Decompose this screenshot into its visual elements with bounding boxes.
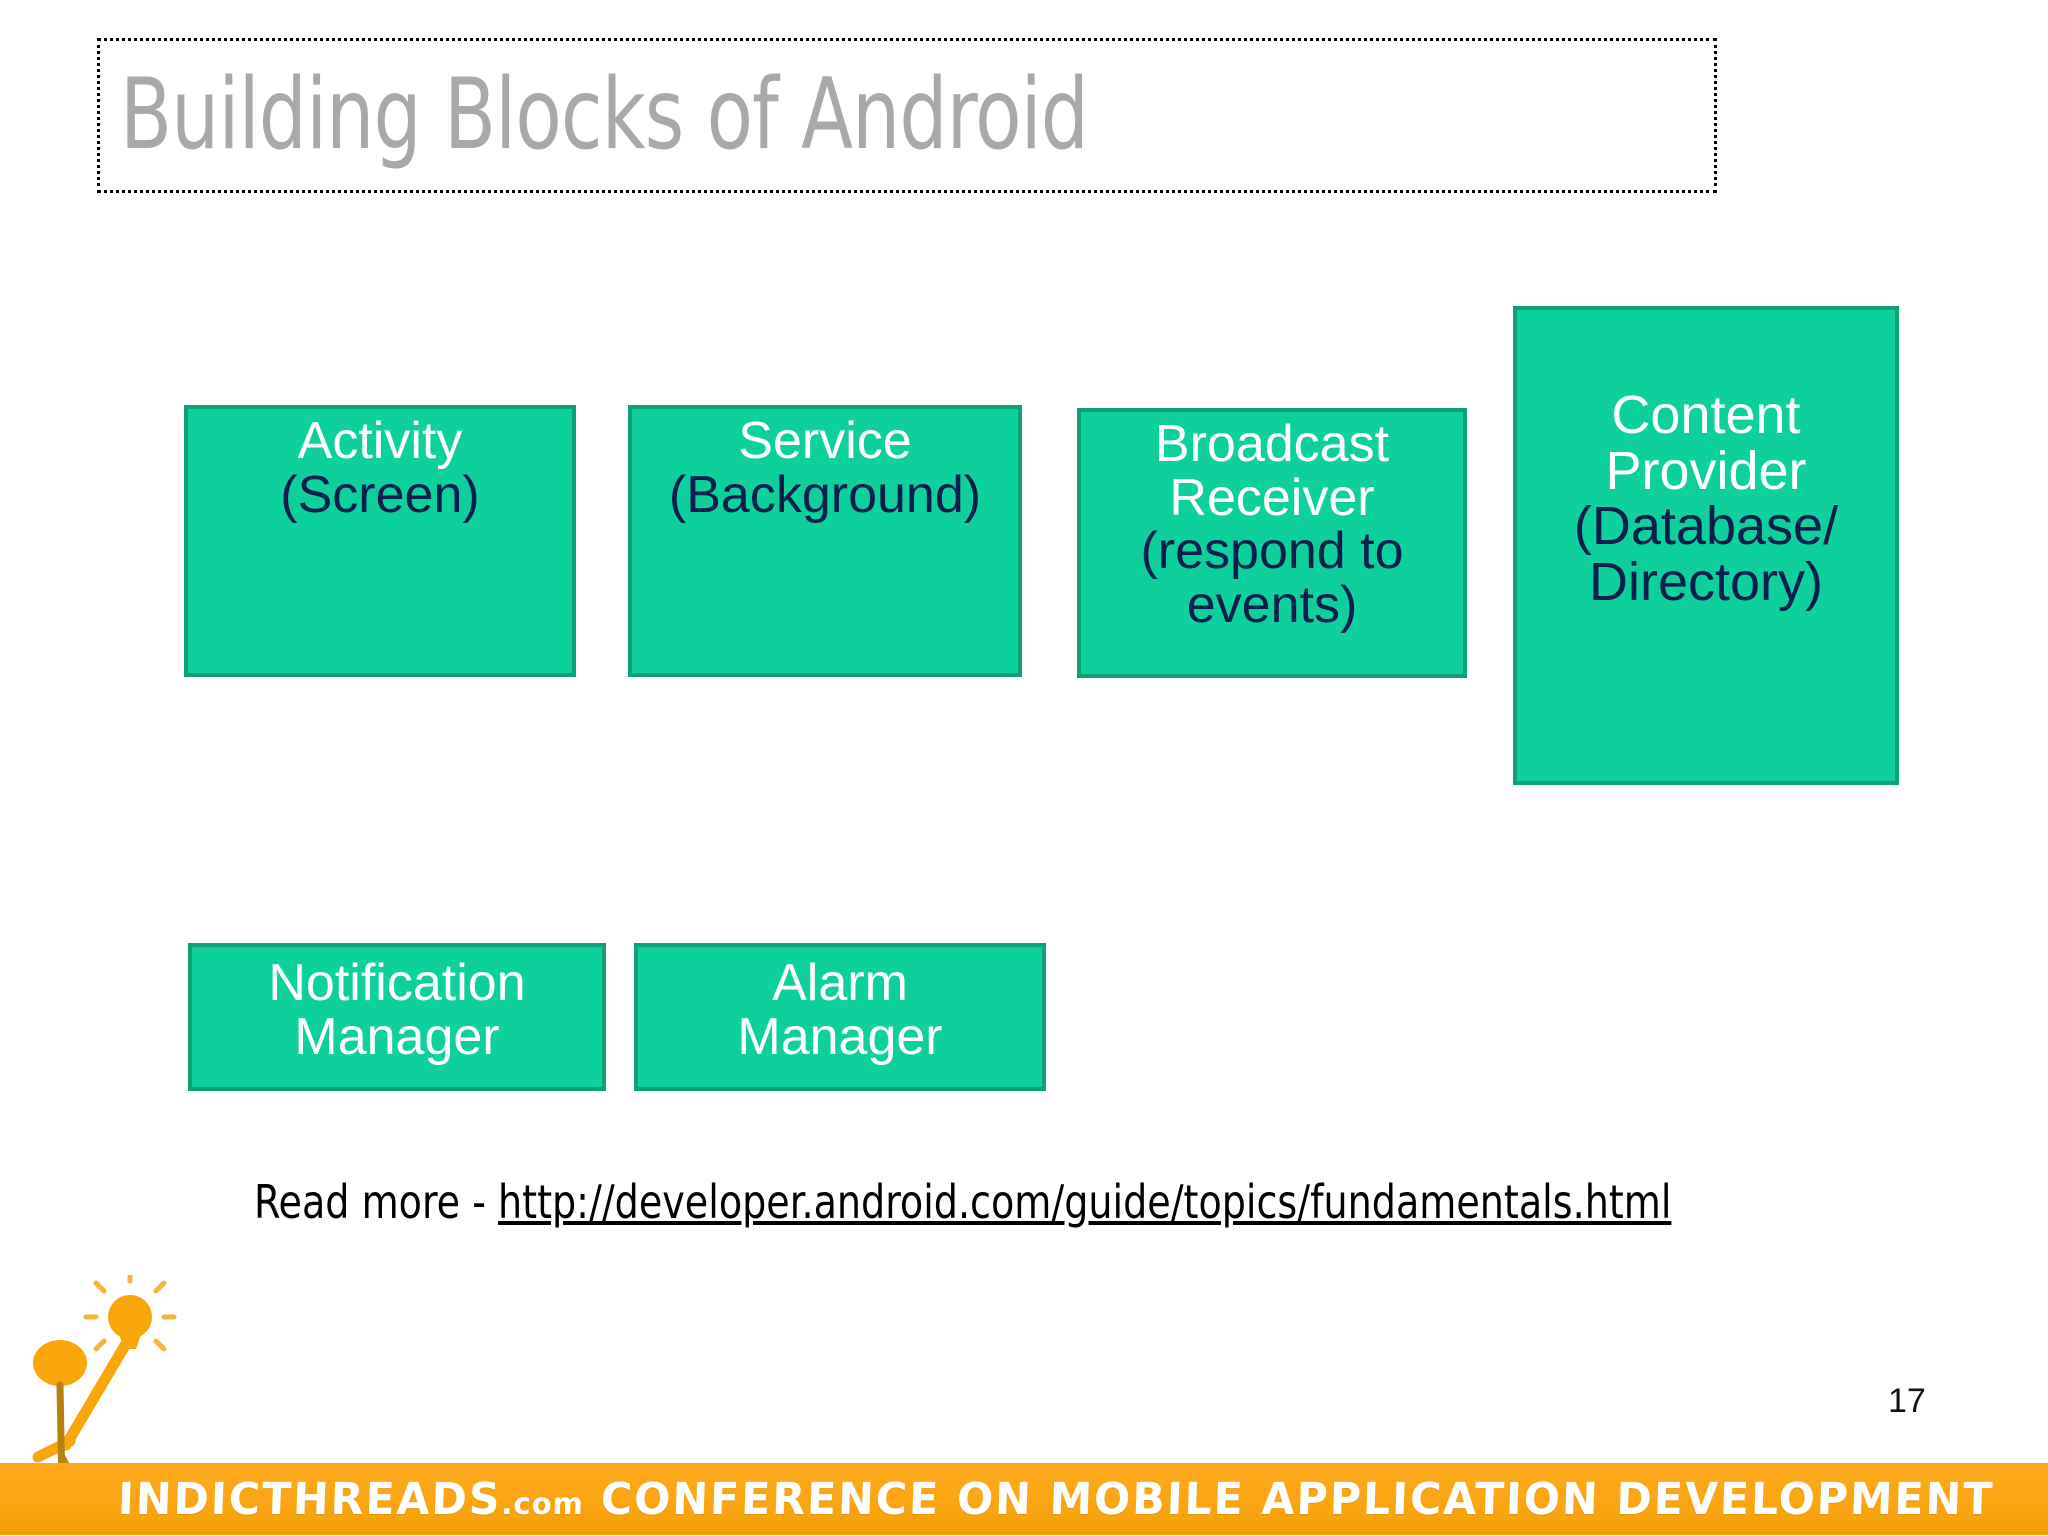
block-content-provider[interactable]: Content Provider (Database/ Directory) [1513, 306, 1899, 785]
footer-domain: .com [500, 1487, 585, 1522]
block-activity[interactable]: Activity (Screen) [184, 405, 576, 677]
block-broadcast-receiver[interactable]: Broadcast Receiver (respond to events) [1077, 408, 1467, 678]
stick-figure-idea-logo [18, 1270, 208, 1497]
block-service-line2: (Background) [668, 465, 982, 524]
stick-figure-bulb-icon [32, 1270, 177, 1497]
block-notification-manager-line1: Notification [268, 954, 526, 1012]
footer-branding: INDICTHREADS.com CONFERENCE ON MOBILE AP… [117, 1469, 1995, 1531]
block-content-provider-line4: Directory) [1588, 551, 1823, 612]
block-alarm-manager-line1: Alarm [772, 954, 908, 1012]
block-notification-manager-line2: Manager [294, 1007, 500, 1066]
block-activity-line1: Activity [297, 412, 463, 470]
block-alarm-manager[interactable]: Alarm Manager [634, 943, 1046, 1091]
block-alarm-manager-line2: Manager [737, 1007, 943, 1066]
footer-brand: INDICTHREADS [117, 1474, 503, 1525]
block-content-provider-line3: (Database/ [1573, 496, 1839, 557]
block-service[interactable]: Service (Background) [628, 405, 1022, 677]
block-broadcast-receiver-line3: (respond to [1140, 522, 1404, 581]
android-docs-link[interactable]: http://developer.android.com/guide/topic… [498, 1175, 1672, 1229]
block-content-provider-line2: Provider [1605, 440, 1807, 501]
read-more-prefix: Read more - [254, 1175, 499, 1229]
block-content-provider-line1: Content [1611, 385, 1801, 445]
block-broadcast-receiver-line2: Receiver [1169, 468, 1375, 527]
block-activity-line2: (Screen) [280, 465, 480, 524]
title-placeholder-box [97, 38, 1717, 193]
footer-tagline: CONFERENCE ON MOBILE APPLICATION DEVELOP… [583, 1474, 1996, 1525]
block-notification-manager[interactable]: Notification Manager [188, 943, 606, 1091]
block-service-line1: Service [738, 412, 912, 470]
block-broadcast-receiver-line1: Broadcast [1154, 415, 1390, 473]
footer-bar: INDICTHREADS.com CONFERENCE ON MOBILE AP… [0, 1463, 2048, 1535]
read-more-line: Read more - http://developer.android.com… [254, 1175, 1671, 1229]
page-number: 17 [1888, 1382, 1926, 1420]
page-title: Building Blocks of Android [120, 58, 1089, 172]
block-broadcast-receiver-line4: events) [1186, 575, 1358, 634]
